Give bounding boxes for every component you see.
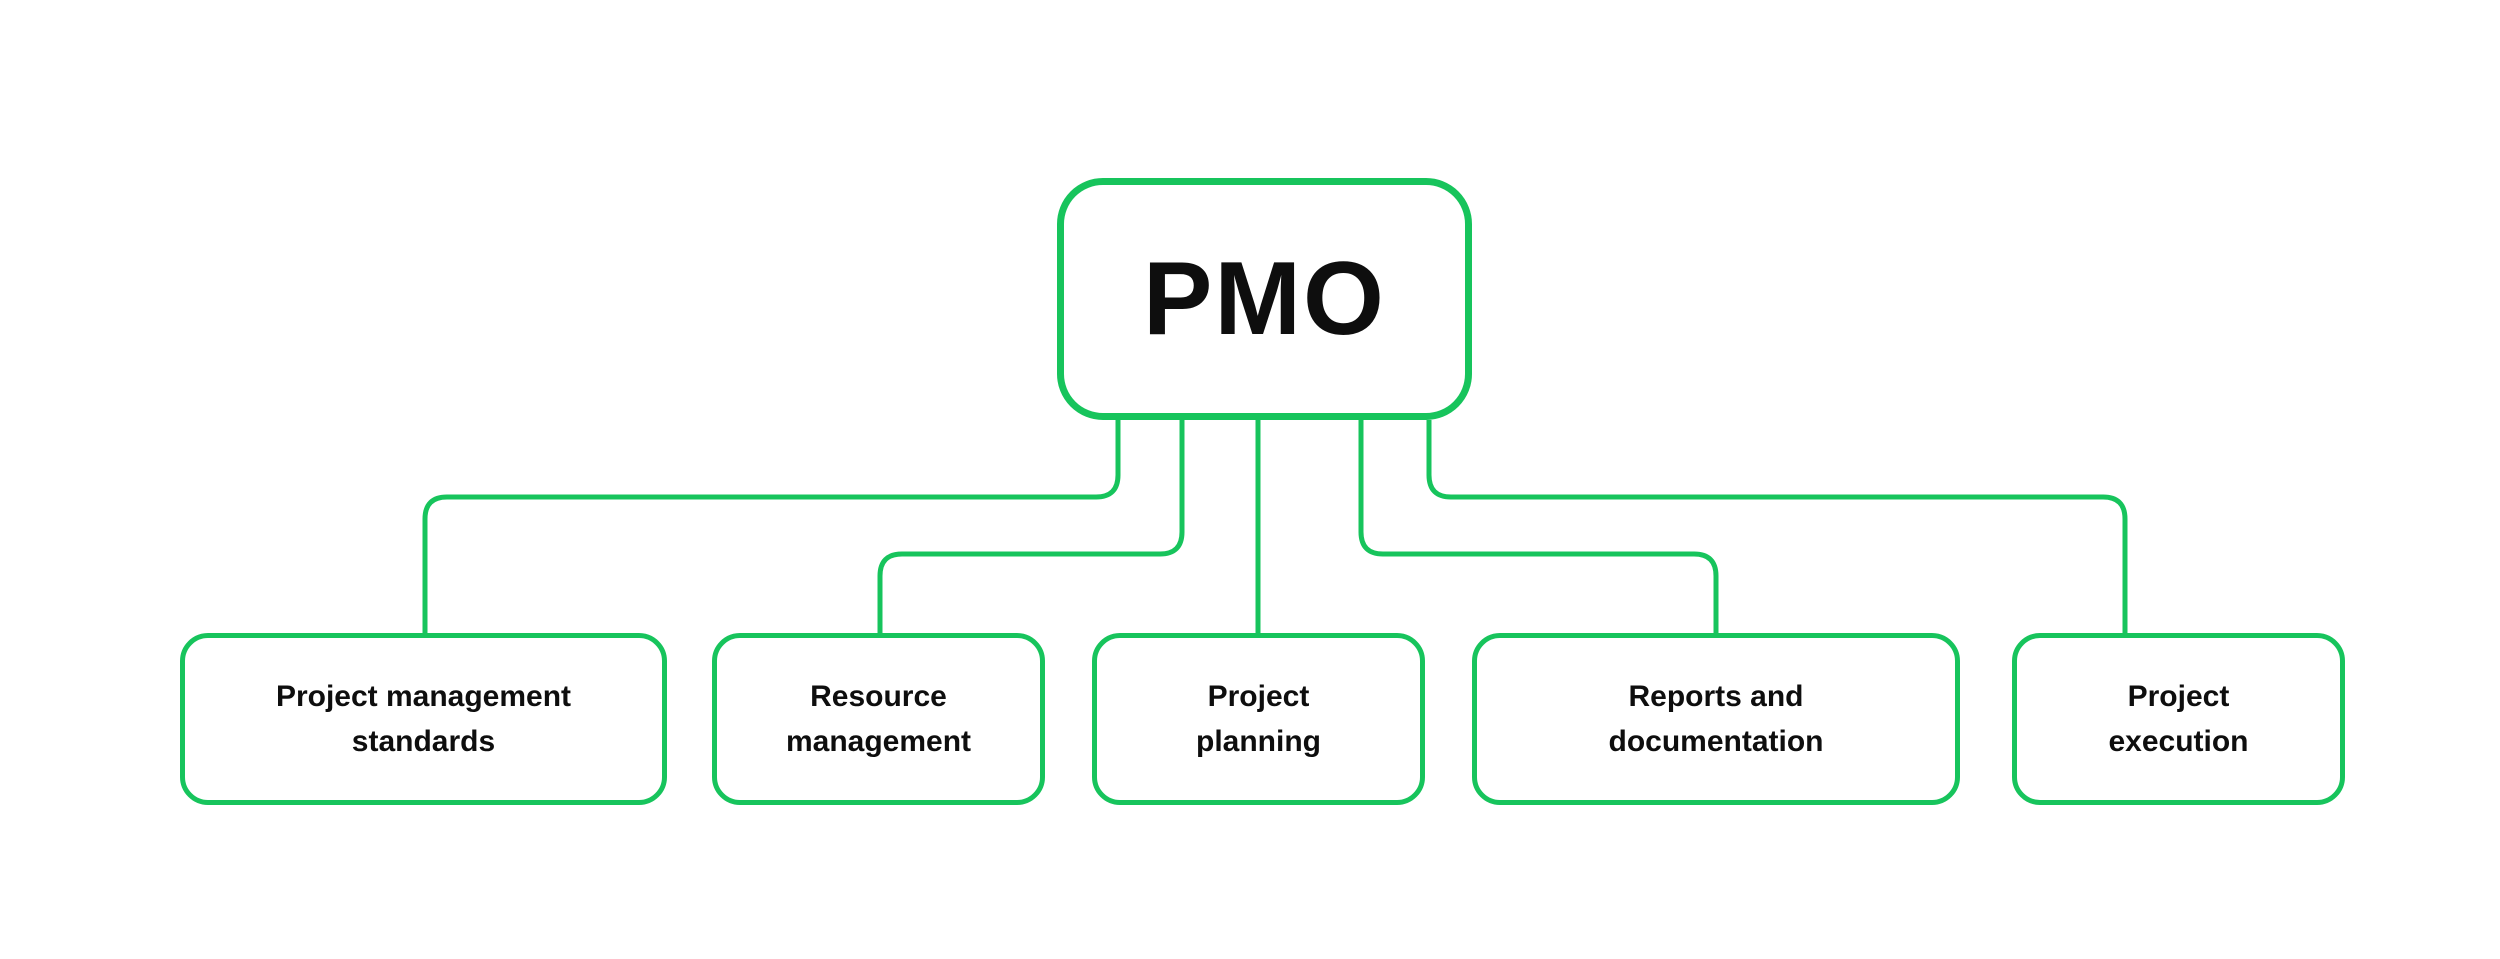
node-label-line: execution [2108,725,2249,758]
child-node-project-execution[interactable]: Project execution [2012,633,2345,805]
connector-root-to-child-4 [1358,420,1719,635]
connector-root-to-child-5 [1426,420,2128,635]
child-node-project-management-standards[interactable]: Project management standards [180,633,667,805]
node-label-line: documentation [1608,725,1824,758]
root-node-label: PMO [1143,241,1386,357]
child-node-reports-and-documentation[interactable]: Reports and documentation [1472,633,1960,805]
node-label: Project management standards [276,674,571,764]
node-label: Resource management [786,674,971,764]
node-label: Project execution [2108,674,2248,764]
connector-root-to-child-2 [877,420,1185,635]
node-label-line: Project management [275,680,572,713]
node-label-line: Project [1207,680,1310,713]
child-node-resource-management[interactable]: Resource management [712,633,1045,805]
node-label: Reports and documentation [1609,674,1824,764]
child-node-project-planning[interactable]: Project planning [1092,633,1425,805]
node-label-line: Project [2127,680,2230,713]
node-label-line: Resource [810,680,947,713]
root-node-pmo[interactable]: PMO [1057,178,1472,420]
node-label-line: Reports and [1628,680,1804,713]
node-label-line: planning [1196,725,1321,758]
node-label: Project planning [1196,674,1321,764]
node-label-line: standards [351,725,496,758]
connector-root-to-child-1 [422,420,1121,635]
node-label-line: management [785,725,972,758]
